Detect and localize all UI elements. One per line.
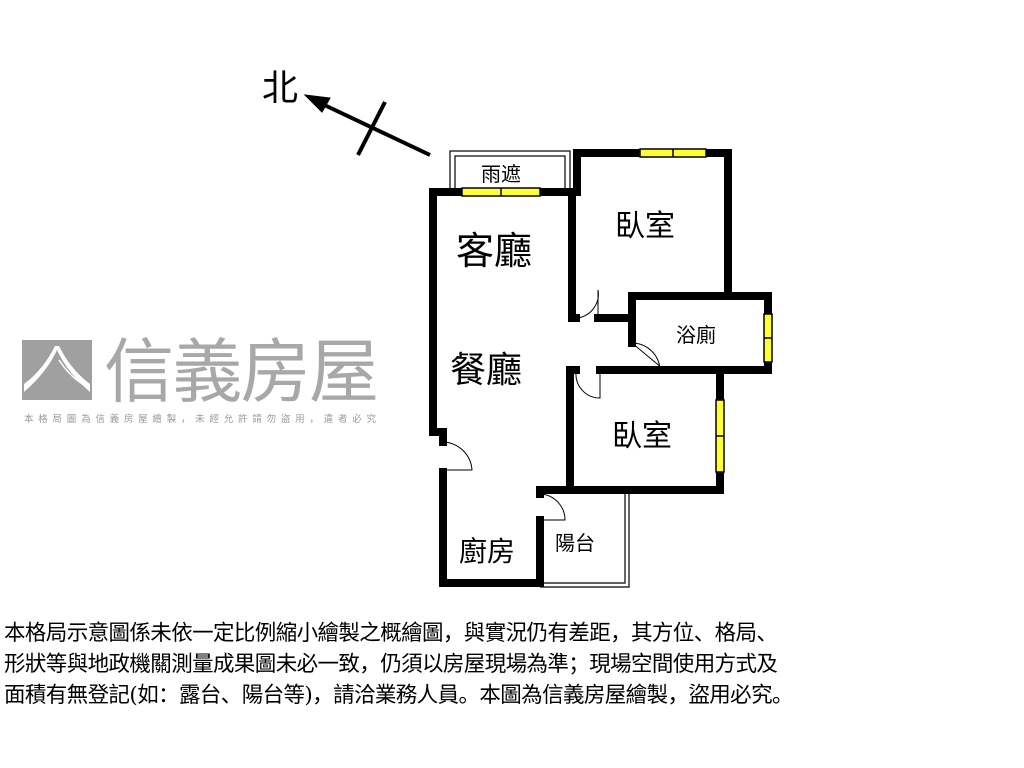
room-bedroom2: 臥室: [612, 419, 672, 454]
windows: [461, 148, 773, 473]
door-bathroom: [631, 342, 663, 371]
watermark-brand: 信義房屋: [104, 331, 379, 413]
door-bedroom1: [575, 289, 599, 319]
door-balcony: [539, 493, 566, 521]
room-balcony: 陽台: [555, 531, 595, 555]
disclaimer-line: 形狀等與地政機關測量成果圖未必一致，仍須以房屋現場為準；現場空間使用方式及: [4, 652, 778, 677]
disclaimer-line: 面積有無登記(如：露台、陽台等)，請洽業務人員。本圖為信義房屋繪製，盜用必究。: [4, 683, 793, 708]
room-living: 客廳: [456, 229, 532, 273]
thin-outlines: [449, 150, 630, 588]
door-entrance: [442, 441, 473, 471]
disclaimer: 本格局示意圖係未依一定比例縮小繪製之概繪圖，與實況仍有差距，其方位、格局、 形狀…: [4, 618, 1024, 711]
room-bathroom: 浴廁: [676, 323, 716, 347]
room-dining: 餐廳: [450, 350, 522, 391]
brand-logo-icon: [22, 340, 92, 400]
disclaimer-line: 本格局示意圖係未依一定比例縮小繪製之概繪圖，與實況仍有差距，其方位、格局、: [4, 621, 778, 646]
north-arrow-icon: [303, 94, 431, 157]
north-label: 北: [262, 68, 298, 109]
doors: [442, 289, 663, 521]
watermark: 信義房屋 本格局圖為信義房屋繪製，未經允許請勿盜用，違者必究: [22, 331, 379, 425]
room-canopy: 雨遮: [481, 162, 521, 186]
room-kitchen: 廚房: [459, 535, 515, 568]
walls: [429, 149, 772, 587]
door-bedroom2: [575, 370, 601, 399]
watermark-notice: 本格局圖為信義房屋繪製，未經允許請勿盜用，違者必究: [24, 413, 376, 425]
room-bedroom1: 臥室: [615, 209, 675, 244]
